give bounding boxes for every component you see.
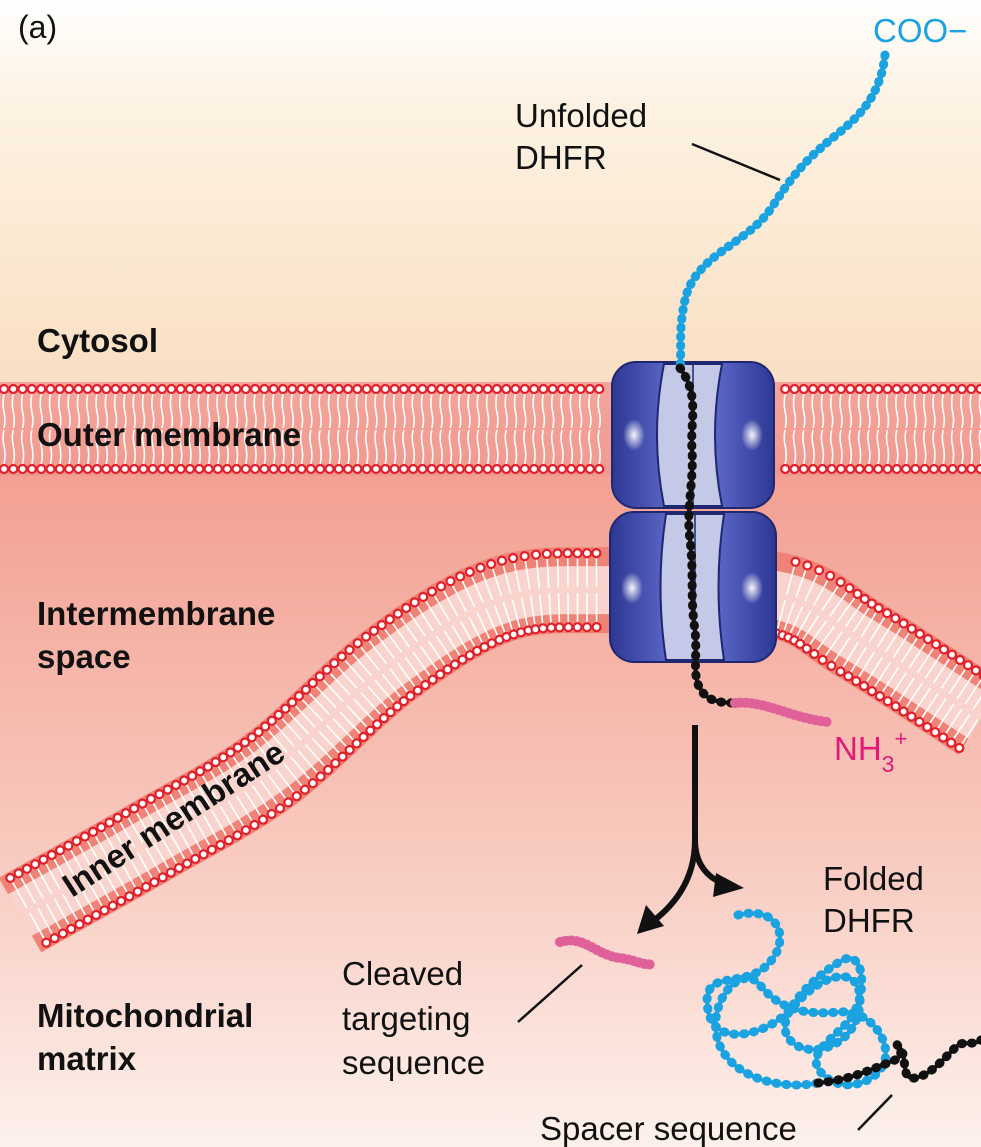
coo-terminus-label: COO− bbox=[873, 12, 967, 49]
unfolded-dhfr-label-line2: DHFR bbox=[515, 139, 607, 176]
cytosol-label: Cytosol bbox=[37, 322, 158, 359]
cleaved-label-line3: sequence bbox=[342, 1044, 485, 1081]
folded-dhfr-label-line2: DHFR bbox=[823, 902, 915, 939]
matrix-label-line1: Mitochondrial bbox=[37, 997, 253, 1034]
intermembrane-label-line1: Intermembrane bbox=[37, 595, 275, 632]
outer-membrane-label: Outer membrane bbox=[37, 416, 301, 453]
panel-label: (a) bbox=[18, 9, 57, 45]
unfolded-dhfr-label-line1: Unfolded bbox=[515, 97, 647, 134]
cleaved-label-line1: Cleaved bbox=[342, 955, 463, 992]
folded-dhfr-label-line1: Folded bbox=[823, 860, 924, 897]
cleaved-label-line2: targeting bbox=[342, 1000, 470, 1037]
spacer-sequence-label: Spacer sequence bbox=[540, 1110, 797, 1147]
matrix-label-line2: matrix bbox=[37, 1040, 137, 1077]
intermembrane-label-line2: space bbox=[37, 638, 131, 675]
